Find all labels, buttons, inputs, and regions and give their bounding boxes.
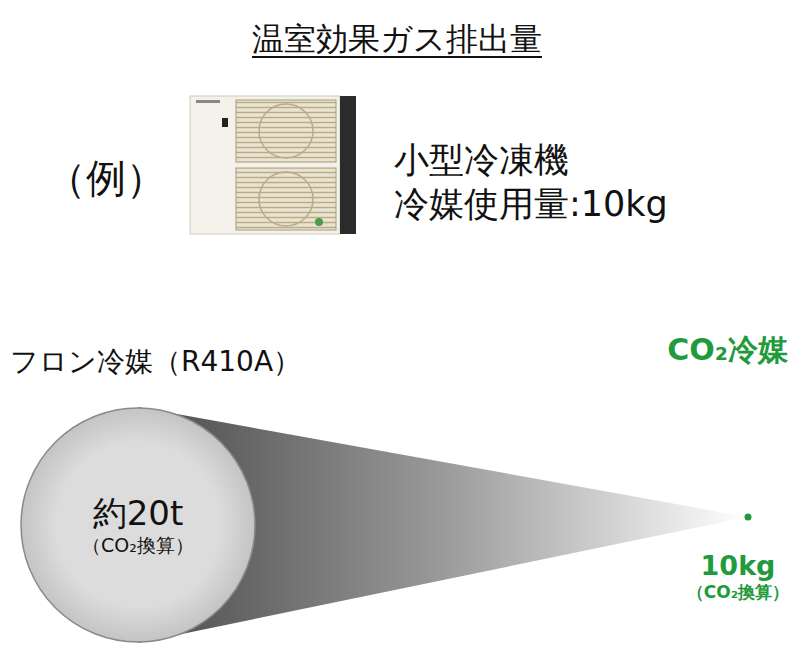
example-mark: （例） xyxy=(46,155,166,201)
unit-note: （CO₂換算） xyxy=(684,582,792,602)
large-circle: 約20t（CO₂換算） xyxy=(20,407,256,643)
refrigerant-amount: 冷媒使用量:10kg xyxy=(394,184,668,224)
freon-heading: フロン冷媒（R410A） xyxy=(10,346,301,378)
device-name: 小型冷凍機 xyxy=(394,140,569,180)
co2-heading: CO₂冷媒 xyxy=(667,333,788,368)
title-box: 温室効果ガス排出量 xyxy=(0,18,794,62)
unit-note: （CO₂換算） xyxy=(20,534,256,557)
small-dot: 10kg（CO₂換算） xyxy=(684,510,792,620)
title: 温室効果ガス排出量 xyxy=(252,20,542,58)
amount-value: 10kg xyxy=(684,550,792,582)
amount-value: 約20t xyxy=(20,493,256,534)
condenser-unit xyxy=(190,96,356,234)
